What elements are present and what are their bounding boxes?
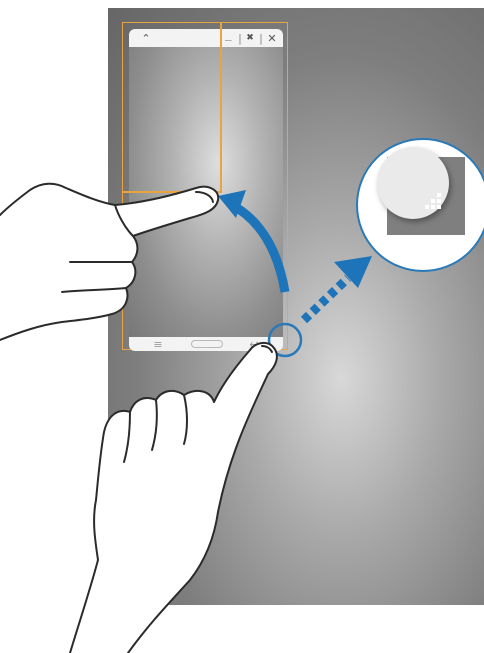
- dashed-arrow: [304, 278, 348, 320]
- drag-hand-icon: [0, 184, 218, 340]
- curved-resize-arrow: [232, 205, 285, 292]
- tap-hand-icon: [70, 343, 277, 653]
